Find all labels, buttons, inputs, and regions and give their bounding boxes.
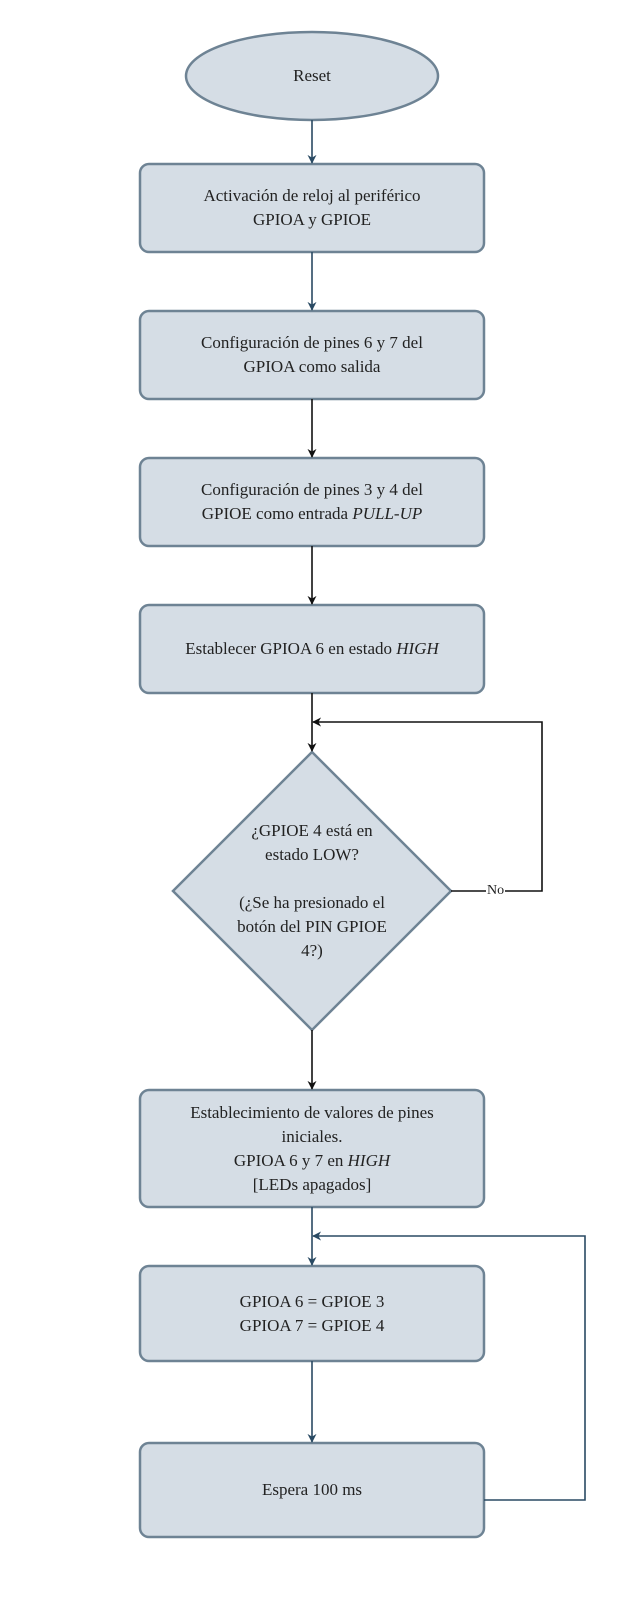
node-decision-label: ¿GPIOE 4 está en estado LOW? (¿Se ha pre… (205, 812, 419, 970)
init-values-line-3-text: GPIOA 6 y 7 en (233, 1150, 344, 1170)
config-in-line-2-text: GPIOE como entrada (201, 504, 349, 523)
config-in-line-2: GPIOE como entrada PULL-UP (202, 502, 423, 526)
edge-wait-loop (312, 1231, 586, 1501)
node-init-values-label: Establecimiento de valores de pines inic… (140, 1090, 484, 1207)
reset-text: Reset (293, 66, 331, 85)
node-assign-label: GPIOA 6 = GPIOE 3 GPIOA 7 = GPIOE 4 (140, 1266, 484, 1361)
node-config-out-label: Configuración de pines 6 y 7 del GPIOA c… (140, 311, 484, 399)
decision-line-2: estado LOW? (265, 845, 359, 864)
init-values-line-4: [LEDs apagados] (252, 1174, 372, 1194)
config-in-italic: PULL-UP (352, 504, 423, 523)
set-high-italic: HIGH (396, 639, 439, 658)
node-wait-shape (138, 1441, 486, 1539)
node-set-high-label: Establecer GPIOA 6 en estado HIGH (140, 605, 484, 693)
node-reset-label: Reset (186, 32, 438, 120)
decision-line-6: 4?) (301, 941, 323, 960)
wait-text: Espera 100 ms (261, 1480, 363, 1499)
node-config-in-label: Configuración de pines 3 y 4 del GPIOE c… (140, 458, 484, 546)
decision-line-4: (¿Se ha presionado el (239, 893, 385, 912)
init-values-line-3: GPIOA 6 y 7 en HIGH (234, 1149, 390, 1173)
config-in-line-1: Configuración de pines 3 y 4 del (201, 480, 423, 499)
decision-line-1: ¿GPIOE 4 está en (251, 821, 373, 840)
init-values-italic: HIGH (347, 1150, 391, 1170)
assign-line-2: GPIOA 7 = GPIOE 4 (239, 1315, 385, 1335)
set-high-line: Establecer GPIOA 6 en estado HIGH (185, 637, 439, 661)
config-out-line-2: GPIOA como salida (243, 357, 381, 376)
init-values-line-2: iniciales. (281, 1126, 343, 1146)
node-wait-label: Espera 100 ms (140, 1443, 484, 1537)
clock-line-2: GPIOA y GPIOE (252, 210, 372, 229)
clock-line-1: Activación de reloj al periférico (203, 186, 421, 205)
init-values-line-1: Establecimiento de valores de pines (190, 1102, 434, 1122)
node-clock-label: Activación de reloj al periférico GPIOA … (140, 164, 484, 252)
config-out-line-1: Configuración de pines 6 y 7 del (201, 333, 423, 352)
edge-no-label: No (486, 883, 506, 899)
assign-line-1: GPIOA 6 = GPIOE 3 (239, 1291, 385, 1311)
set-high-text: Establecer GPIOA 6 en estado (185, 639, 393, 658)
decision-line-5: botón del PIN GPIOE (237, 917, 387, 936)
